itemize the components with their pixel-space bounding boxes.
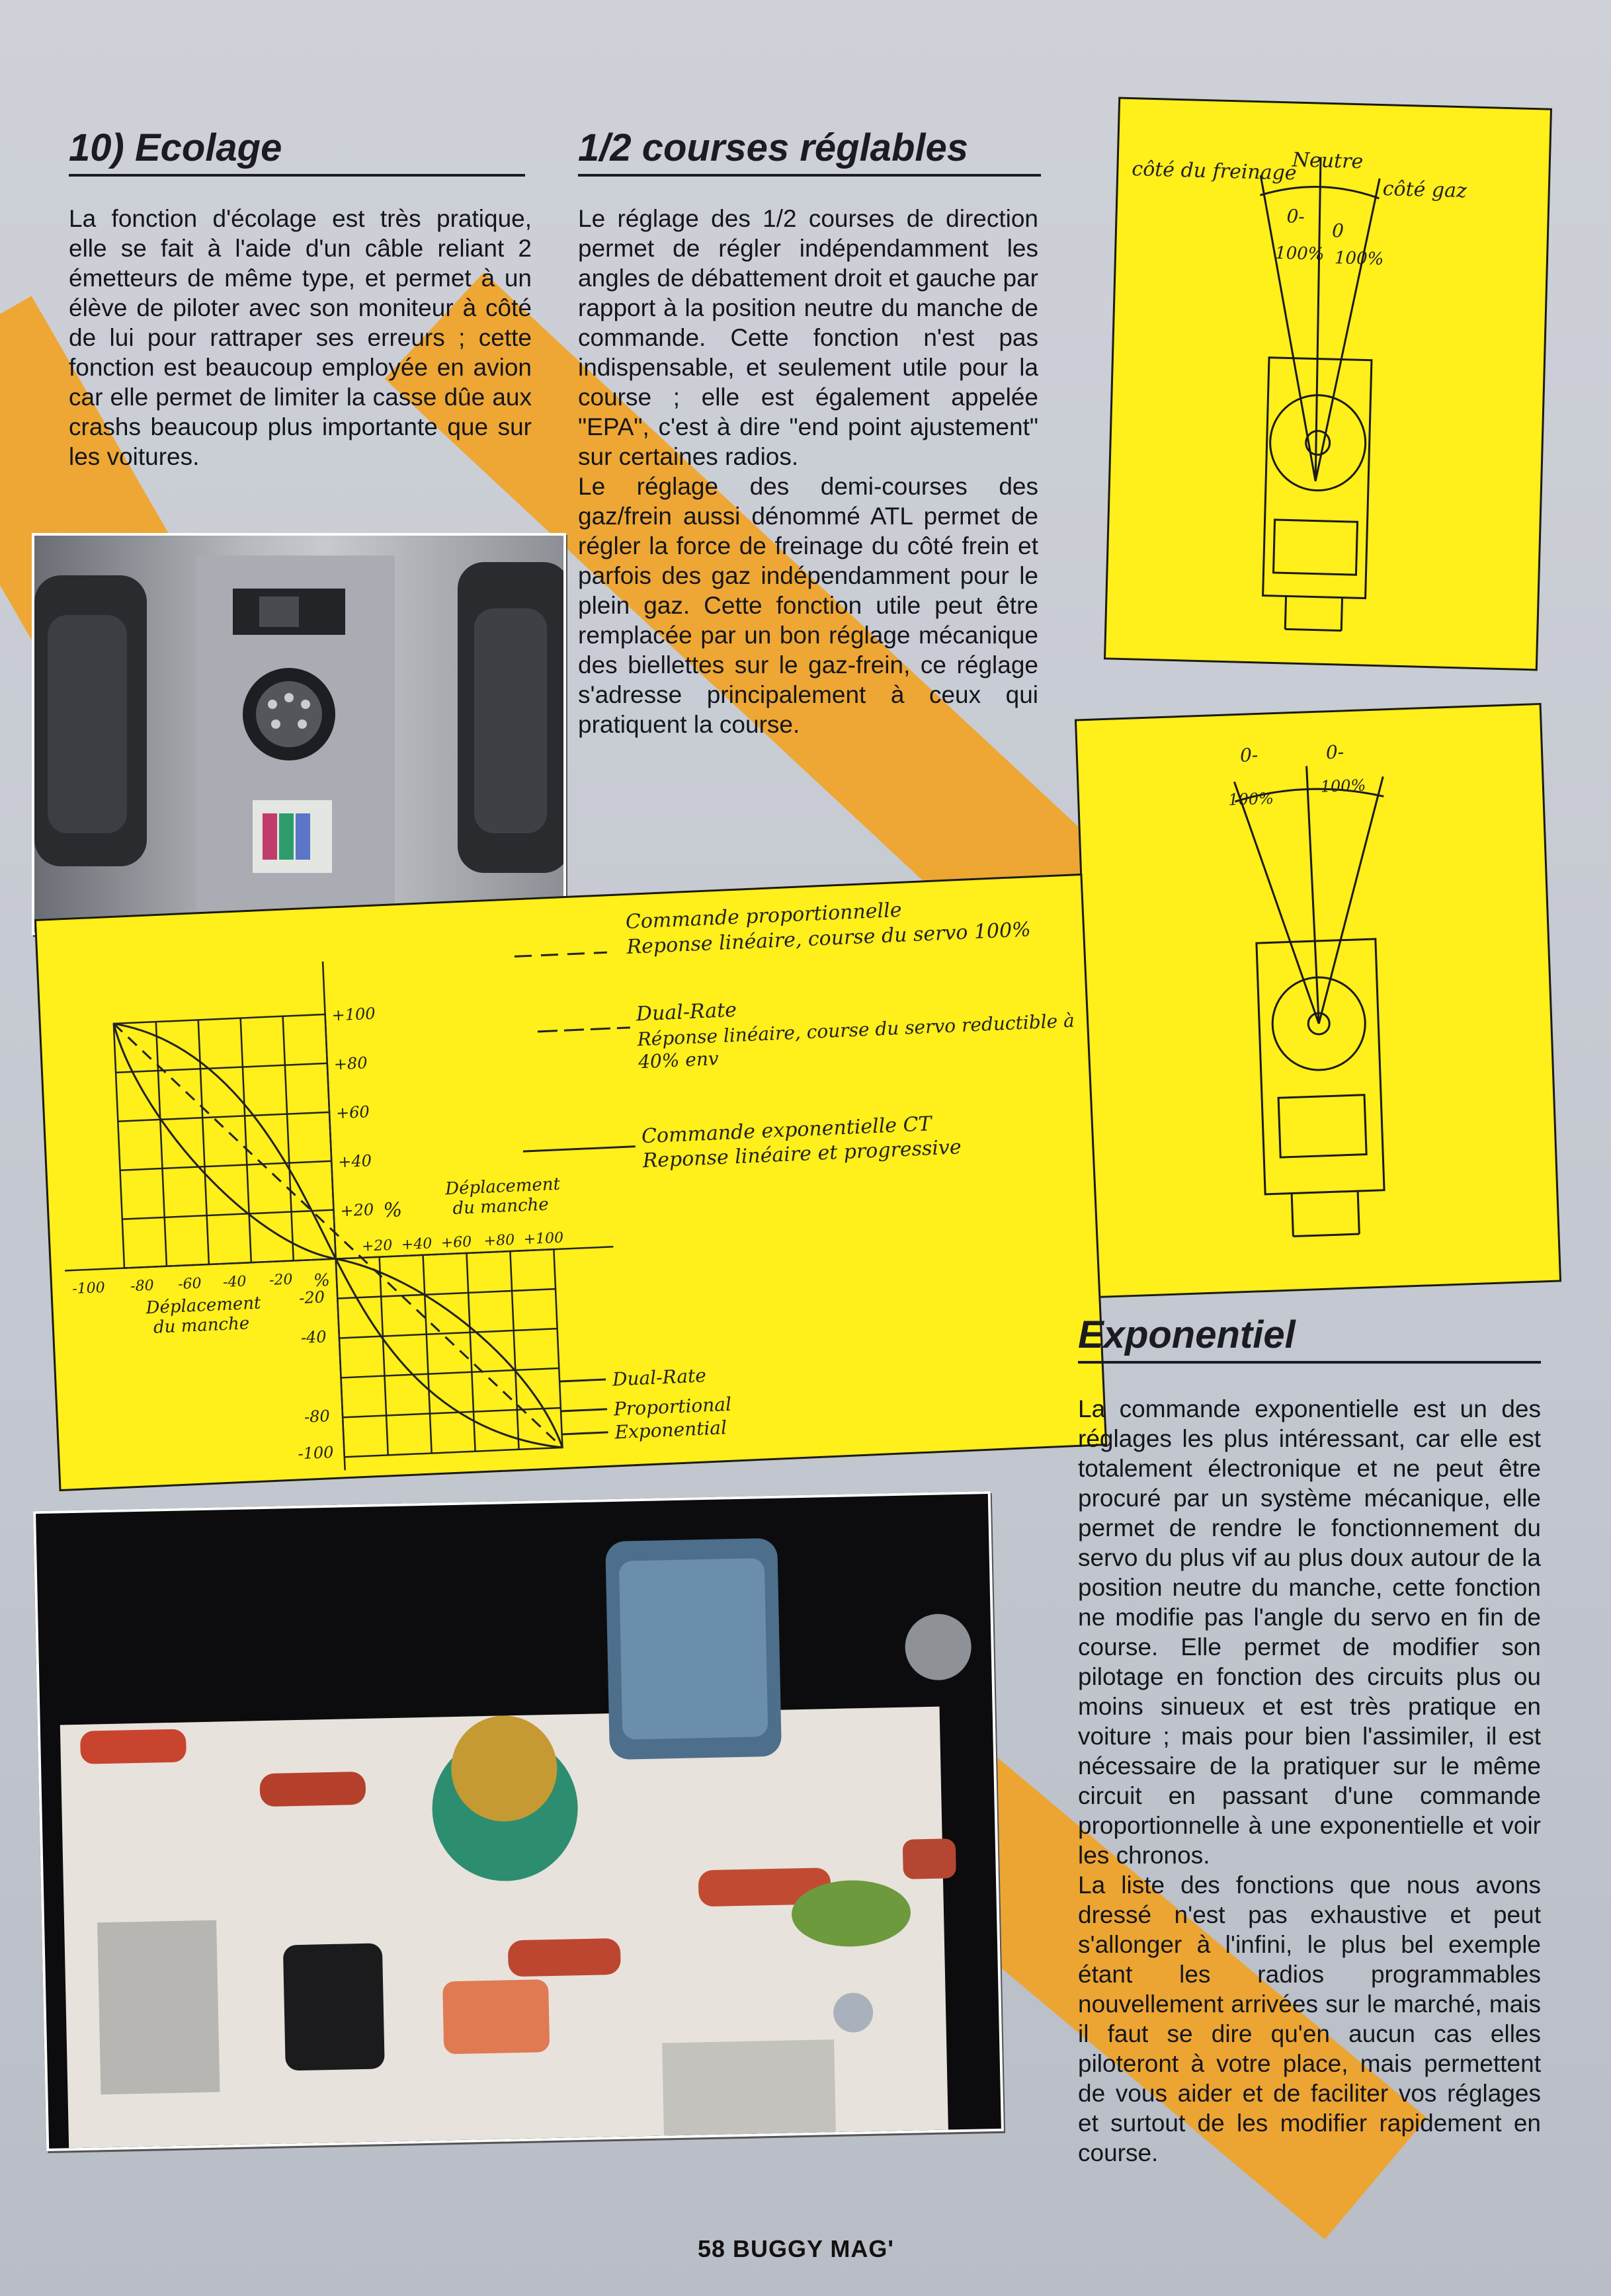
text-ecolage: La fonction d'écolage est très pratique,… bbox=[69, 204, 532, 472]
heading-ecolage: 10) Ecolage bbox=[69, 126, 525, 177]
servo1-label-neutral: Neutre bbox=[1291, 148, 1363, 173]
y-tick-p80: +80 bbox=[333, 1053, 368, 1073]
servo-diagram-1: côté du freinage Neutre côté gaz 0- 0 10… bbox=[1103, 97, 1553, 671]
y-tick-p40: +40 bbox=[338, 1151, 372, 1171]
paragraph-exponentiel-2: La liste des fonctions que nous avons dr… bbox=[1078, 1871, 1541, 2166]
heading-courses-text: 1/2 courses réglables bbox=[578, 126, 968, 169]
paragraph-ecolage: La fonction d'écolage est très pratique,… bbox=[69, 205, 532, 470]
percent-top: % bbox=[383, 1198, 403, 1222]
x-tick-n100: -100 bbox=[72, 1280, 105, 1297]
servo-diagram-2: 0- 0- 100% 100% bbox=[1074, 702, 1562, 1299]
y-tick-n80: -80 bbox=[304, 1407, 330, 1426]
servo1-zero-right: 0 bbox=[1332, 220, 1344, 241]
disp-right-2: du manche bbox=[452, 1194, 549, 1218]
photo-circuit-board-art bbox=[60, 1538, 971, 2152]
disp-left-2: du manche bbox=[153, 1313, 249, 1337]
y-tick-p100: +100 bbox=[331, 1004, 376, 1025]
response-graph-card: Commande proportionnelle Reponse linéair… bbox=[34, 873, 1108, 1492]
servo-diagram-2-art: 0- 0- 100% 100% bbox=[1228, 741, 1385, 1238]
heading-exponentiel: Exponentiel bbox=[1078, 1313, 1541, 1364]
response-graph-art: Commande proportionnelle Reponse linéair… bbox=[65, 899, 1075, 1471]
servo2-zero-right: 0- bbox=[1325, 741, 1344, 763]
legend-dual-1: Dual-Rate bbox=[635, 999, 737, 1026]
photo-trainer-port-art bbox=[34, 555, 563, 913]
curve-label-dual: Dual-Rate bbox=[611, 1364, 706, 1390]
y-tick-n100: -100 bbox=[298, 1443, 334, 1463]
legend-dual-3: 40% env bbox=[637, 1047, 719, 1073]
servo2-100-left: 100% bbox=[1228, 789, 1274, 809]
text-courses: Le réglage des 1/2 courses de direction … bbox=[578, 204, 1038, 739]
heading-ecolage-text: 10) Ecolage bbox=[69, 126, 282, 169]
y-tick-p60: +60 bbox=[335, 1102, 370, 1122]
servo2-100-right: 100% bbox=[1320, 776, 1366, 796]
y-tick-n40: -40 bbox=[300, 1327, 327, 1347]
servo1-100-left: 100% bbox=[1275, 243, 1325, 265]
y-tick-p20: +20 bbox=[340, 1200, 374, 1220]
servo1-zero-left: 0- bbox=[1286, 205, 1305, 227]
x-tick-p80: +80 bbox=[483, 1232, 515, 1250]
x-tick-n40: -40 bbox=[223, 1274, 247, 1292]
x-tick-p60: +60 bbox=[440, 1234, 472, 1252]
servo1-100-right: 100% bbox=[1335, 248, 1384, 269]
grid bbox=[65, 961, 614, 1471]
x-tick-p40: +40 bbox=[401, 1235, 432, 1253]
heading-exponentiel-text: Exponentiel bbox=[1078, 1313, 1296, 1356]
text-exponentiel: La commande exponentielle est un des rég… bbox=[1078, 1394, 1541, 2168]
x-tick-n20: -20 bbox=[268, 1271, 292, 1289]
page-footer: 58 BUGGY MAG' bbox=[698, 2235, 894, 2263]
servo1-label-brake: côté du freinage bbox=[1132, 157, 1297, 185]
x-tick-p20: +20 bbox=[361, 1237, 392, 1255]
servo1-label-gas: côté gaz bbox=[1382, 177, 1467, 202]
servo2-zero-left: 0- bbox=[1239, 744, 1258, 766]
curve-label-prop: Proportional bbox=[612, 1393, 731, 1420]
y-tick-n20: -20 bbox=[299, 1288, 325, 1307]
x-tick-n80: -80 bbox=[130, 1278, 154, 1295]
paragraph-courses-1: Le réglage des 1/2 courses de direction … bbox=[578, 205, 1038, 470]
percent-bottom: % bbox=[313, 1270, 330, 1291]
paragraph-courses-2: Le réglage des demi-courses des gaz/frei… bbox=[578, 473, 1038, 738]
paragraph-exponentiel-1: La commande exponentielle est un des rég… bbox=[1078, 1395, 1541, 1869]
photo-trainer-port bbox=[32, 533, 566, 935]
photo-circuit-board bbox=[33, 1491, 1004, 2152]
x-tick-n60: -60 bbox=[178, 1276, 202, 1293]
servo-diagram-1-art: côté du freinage Neutre côté gaz 0- 0 10… bbox=[1132, 148, 1467, 632]
curve-label-expo: Exponential bbox=[614, 1416, 727, 1443]
x-tick-p100: +100 bbox=[523, 1230, 563, 1249]
page-footer-text: 58 BUGGY MAG' bbox=[698, 2235, 894, 2262]
heading-courses: 1/2 courses réglables bbox=[578, 126, 1041, 177]
